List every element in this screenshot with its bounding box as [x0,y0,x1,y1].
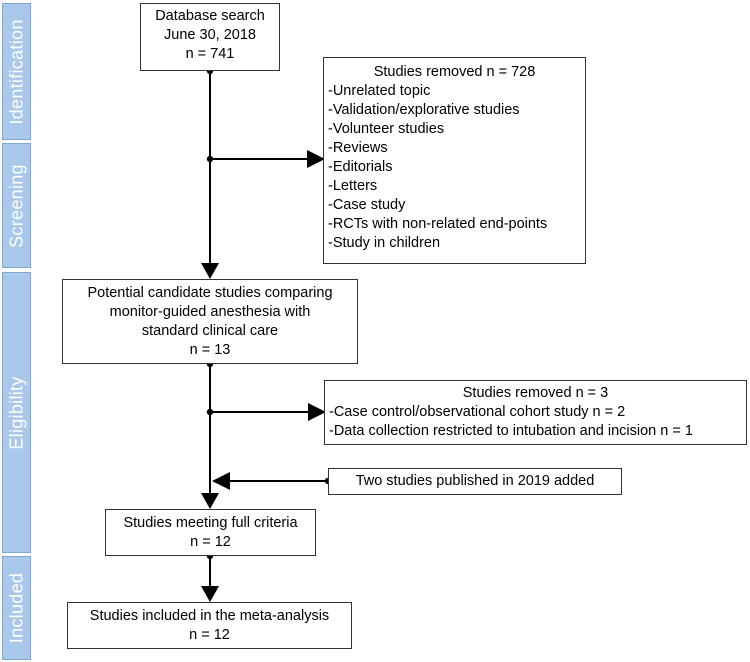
included-title: Studies included in the meta-analysis [89,608,330,624]
database-search-count: n = 741 [185,46,235,62]
box-candidate-studies: Potential candidate studies comparing mo… [62,279,358,364]
removed-1-item: -Case study [328,197,406,213]
arrowhead-added [212,472,230,490]
box-studies-removed-1: Studies removed n = 728 -Unrelated topic… [323,57,586,264]
removed-1-item: -Letters [328,178,378,194]
arrowhead-removed-1 [307,150,325,168]
phase-eligibility: Eligibility [2,272,31,553]
candidates-line: Potential candidate studies comparing [87,285,333,301]
arrowhead-included [201,586,219,602]
phase-identification: Identification [2,3,31,140]
removed-2-item: -Data collection restricted to intubatio… [329,423,693,439]
box-included-studies: Studies included in the meta-analysis n … [67,602,352,649]
included-count: n = 12 [189,627,230,643]
box-database-search: Database search June 30, 2018 n = 741 [140,3,280,71]
removed-1-item: -Study in children [328,235,441,251]
arrowhead-full [201,493,219,509]
removed-1-item: -Volunteer studies [328,121,445,137]
removed-1-item: -Reviews [328,140,388,156]
added-studies-text: Two studies published in 2019 added [355,473,595,489]
removed-1-item: -Editorials [328,159,393,175]
phase-screening: Screening [2,143,31,268]
box-added-studies: Two studies published in 2019 added [328,468,622,495]
candidates-line: monitor-guided anesthesia with [109,304,311,320]
arrowhead-candidates [201,263,219,279]
removed-2-item: -Case control/observational cohort study… [329,404,626,420]
candidates-count: n = 13 [189,342,231,358]
box-studies-removed-2: Studies removed n = 3 -Case control/obse… [324,380,747,445]
box-full-criteria: Studies meeting full criteria n = 12 [105,509,316,556]
full-criteria-title: Studies meeting full criteria [123,515,298,531]
arrowhead-removed-2 [308,403,326,421]
phase-included: Included [2,556,31,660]
removed-1-item: -RCTs with non-related end-points [328,216,548,232]
removed-1-item: -Unrelated topic [328,83,431,99]
removed-1-title: Studies removed n = 728 [373,64,536,80]
candidates-line: standard clinical care [141,323,279,339]
removed-2-title: Studies removed n = 3 [462,385,609,401]
full-criteria-count: n = 12 [190,534,231,550]
database-search-date: June 30, 2018 [164,27,256,43]
removed-1-item: -Validation/explorative studies [328,102,520,118]
database-search-title: Database search [155,8,265,24]
